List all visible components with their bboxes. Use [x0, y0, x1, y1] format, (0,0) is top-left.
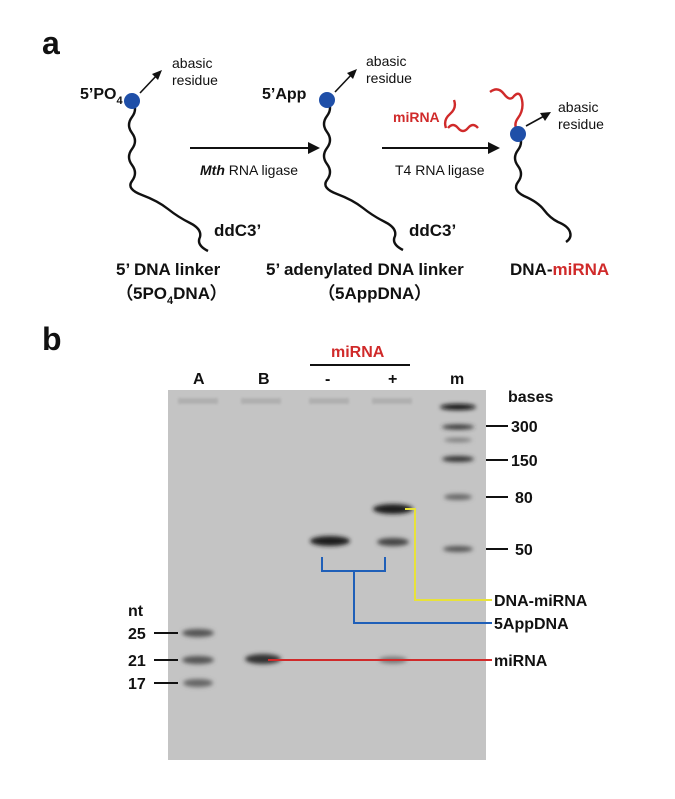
ligated-mirna-strand [489, 88, 524, 135]
gel-image [168, 390, 486, 760]
mirna-header-label: miRNA [331, 344, 385, 361]
band-a-21 [182, 656, 214, 664]
arrowhead-icon [488, 142, 500, 154]
adenylated-linker-formula: （5AppDNA） [318, 283, 431, 303]
lane-label-b: B [258, 371, 270, 388]
ladder-label-50: 50 [515, 542, 533, 559]
panel-b-letter: b [42, 321, 62, 357]
abasic-site-dot [124, 93, 140, 109]
band-plus-dna-mirna [373, 504, 413, 514]
dna-mirna-label: DNA-miRNA [494, 593, 588, 610]
residue-label-3: residue [558, 116, 604, 132]
mirna-reagent-label: miRNA [393, 109, 440, 125]
band-a-17 [183, 679, 213, 687]
well-a [178, 398, 218, 404]
nt-title: nt [128, 603, 144, 620]
ladder-label-300: 300 [511, 419, 538, 436]
ladder-label-80: 80 [515, 490, 533, 507]
residue-label-2: residue [366, 70, 412, 86]
gel-wells [178, 398, 412, 404]
ladder-band-80 [444, 494, 472, 500]
ladder-label-150: 150 [511, 453, 538, 470]
t4-ligase-label: T4 RNA ligase [395, 162, 485, 178]
dna-linker-formula: （5PO4DNA） [116, 283, 227, 307]
mth-ligase-label: Mth RNA ligase [200, 162, 298, 178]
five-prime-phosphate-label: 5’PO4 [80, 86, 123, 107]
adenylated-linker-name: 5’ adenylated DNA linker [266, 260, 464, 279]
lane-label-minus: - [325, 371, 330, 388]
five-prime-app-label: 5’App [262, 86, 307, 103]
ladder-band-300 [442, 424, 474, 430]
band-plus-appdna [377, 538, 409, 546]
ligated-dna-strand [513, 133, 572, 243]
ladder-band-50 [443, 546, 473, 552]
ddc3-label-2: ddC3’ [409, 221, 456, 240]
band-b-mirna [245, 654, 281, 664]
dna-mirna-leader-line [405, 508, 492, 601]
abasic-pointer-line [139, 73, 159, 94]
dna-linker-strand [127, 100, 209, 253]
arrowhead-icon [540, 112, 551, 121]
appdna-leader-line [353, 571, 492, 624]
ladder-band-minor [444, 438, 472, 442]
well-b [241, 398, 281, 404]
dna-linker-name: 5’ DNA linker [116, 260, 221, 279]
ddc3-label-1: ddC3’ [214, 221, 261, 240]
lane-label-a: A [193, 371, 205, 388]
panel-a-letter: a [42, 25, 60, 61]
abasic-pointer-line [334, 72, 354, 93]
abasic-site-dot [510, 126, 526, 142]
abasic-site-dot [319, 92, 335, 108]
nt-label-21: 21 [128, 653, 146, 670]
band-minus-appdna [310, 536, 350, 546]
residue-label-1: residue [172, 72, 218, 88]
well-plus [372, 398, 412, 404]
appdna-label: 5AppDNA [494, 616, 569, 633]
arrowhead-icon [308, 142, 320, 154]
mirna-strand-icon [443, 99, 479, 133]
abasic-label-1: abasic [172, 55, 212, 71]
lane-label-plus: + [388, 371, 397, 388]
adenylated-linker-strand [322, 99, 404, 252]
nt-label-25: 25 [128, 626, 146, 643]
nt-label-17: 17 [128, 676, 146, 693]
gel-bands [182, 404, 476, 687]
band-a-25 [182, 629, 214, 637]
dna-mirna-product-name: DNA-miRNA [510, 260, 609, 279]
ladder-band-150 [442, 456, 474, 462]
lane-label-m: m [450, 371, 464, 388]
arrowhead-icon [347, 69, 357, 79]
arrowhead-icon [152, 70, 162, 80]
mirna-label: miRNA [494, 653, 548, 670]
ladder-band-top [440, 404, 476, 410]
well-minus [309, 398, 349, 404]
abasic-label-2: abasic [366, 53, 406, 69]
abasic-label-3: abasic [558, 99, 598, 115]
ladder-title: bases [508, 389, 553, 406]
